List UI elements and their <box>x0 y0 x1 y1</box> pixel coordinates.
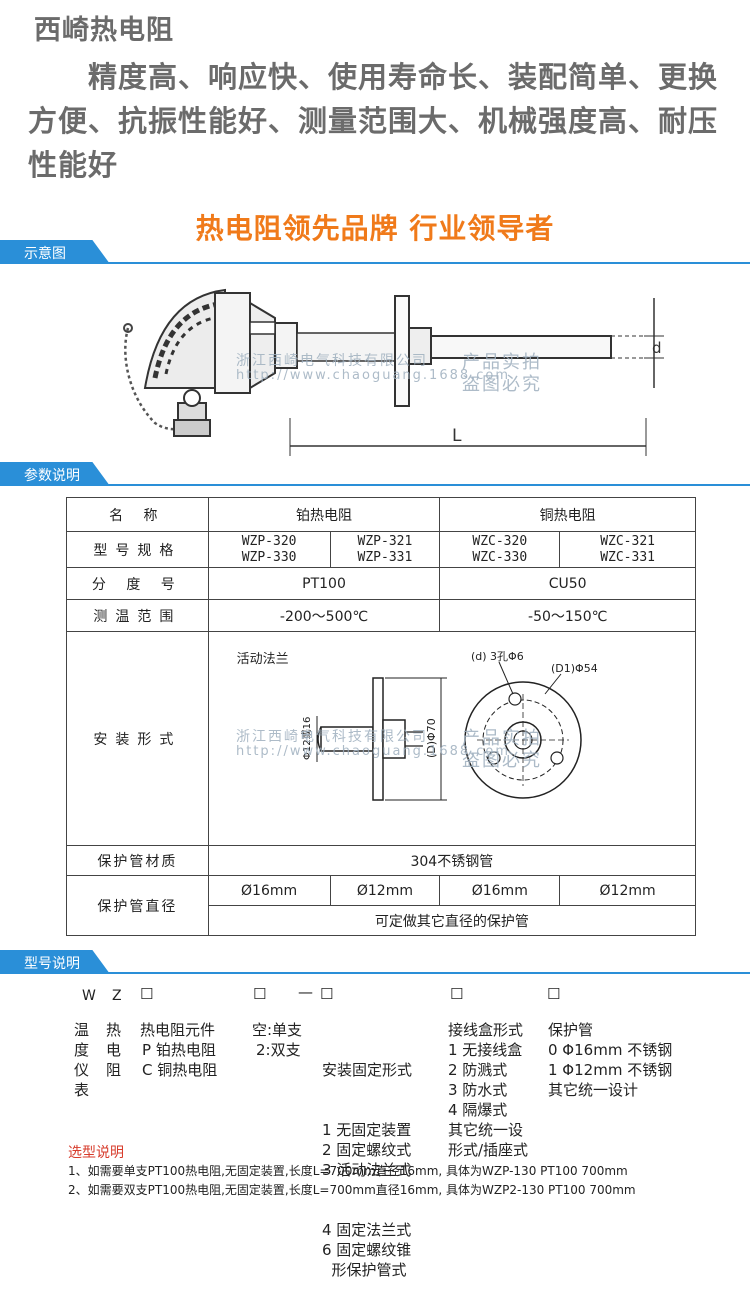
row-label-range: 测温范围 <box>66 599 209 632</box>
section-title-model: 型号说明 <box>24 956 80 972</box>
cover-pattern <box>152 301 219 379</box>
intro-text: 精度高、响应快、使用寿命长、装配简单、更换方便、抗振性能好、测量范围大、机械强度… <box>28 55 743 187</box>
note-line-1: 1、如需要单支PT100热电阻,无固定装置,长度L=700mm直径16mm, 具… <box>68 1164 628 1178</box>
watermark-notice-2: 盗图必究 <box>462 374 542 395</box>
dim-L-label: L <box>452 426 462 446</box>
code-box-1: ☐ <box>140 985 154 1003</box>
cell-pt-grade: PT100 <box>207 567 441 600</box>
chain-ring <box>123 323 133 333</box>
table-row: 安装形式 活动法兰 Φ12或16 (D)Φ70 <box>66 631 697 846</box>
section-header-diagram: 示意图 <box>0 240 750 270</box>
flange-drawing: Φ12或16 (D)Φ70 (d) 3孔Φ6 (D1)Φ54 <box>301 650 598 801</box>
model-col-2: 热电阻 <box>106 1021 122 1079</box>
product-schematic: d L <box>123 288 664 456</box>
d1-label: (D1)Φ54 <box>551 662 598 675</box>
cell-cu-range: -50～150℃ <box>439 599 696 632</box>
notes-title: 选型说明 <box>68 1145 124 1161</box>
row-label-grade: 分 度 号 <box>66 567 209 600</box>
cell-diameter-note: 可定做其它直径的保护管 <box>207 905 697 936</box>
table-row: 保护管材质 304不锈钢管 <box>66 845 697 876</box>
section-header-params: 参数说明 <box>0 462 750 492</box>
head-cover <box>143 288 226 389</box>
code-box-3: ☐ <box>320 985 334 1003</box>
watermark-notice-1: 产品实拍 <box>462 352 542 373</box>
dim-d-label: d <box>652 339 662 357</box>
cell-install-drawing: 活动法兰 Φ12或16 (D)Φ70 <box>207 631 697 846</box>
code-w: W <box>82 988 96 1004</box>
cell-diameter-1: Ø16mm <box>207 875 331 906</box>
section-title-params: 参数说明 <box>24 468 80 484</box>
flange-label: 活动法兰 <box>236 652 289 667</box>
chain <box>124 327 186 431</box>
table-row: 分 度 号 PT100 CU50 <box>66 567 696 600</box>
slogan: 热电阻领先品牌 行业领导者 <box>195 212 555 245</box>
table-row: 可定做其它直径的保护管 <box>67 905 697 936</box>
holes-label: (d) 3孔Φ6 <box>471 650 524 663</box>
table-row: 名 称 铂热电阻 铜热电阻 <box>66 497 696 532</box>
cell-material: 304不锈钢管 <box>207 845 697 876</box>
model-col-1: 温度仪表 <box>74 1021 90 1099</box>
note-line-2: 2、如需要双支PT100热电阻,无固定装置,长度L=700mm直径16mm, 具… <box>68 1183 636 1197</box>
row-label-diameter: 保护管直径 <box>66 875 209 936</box>
cell-cu-name: 铜热电阻 <box>439 497 696 532</box>
section-header-model: 型号说明 <box>0 950 750 980</box>
probe-tube <box>430 335 612 359</box>
row-label-model: 型号规格 <box>66 531 209 568</box>
watermark-site-2: http://www.chaoguang.1688.com <box>236 744 511 759</box>
watermark-notice-3: 产品实拍 <box>462 728 542 749</box>
watermark-company: 浙江西崎电气科技有限公司 <box>236 353 428 369</box>
intro-body: 精度高、响应快、使用寿命长、装配简单、更换方便、抗振性能好、测量范围大、机械强度… <box>28 60 719 182</box>
cell-diameter-3: Ø16mm <box>439 875 561 906</box>
section-title-diagram: 示意图 <box>24 246 66 262</box>
table-row: 测温范围 -200～500℃ -50～150℃ <box>66 599 696 632</box>
code-box-4: ☐ <box>450 985 464 1003</box>
code-box-5: ☐ <box>547 985 561 1003</box>
cell-diameter-2: Ø12mm <box>329 875 441 906</box>
pipe-dia-label: Φ12或16 <box>301 717 313 760</box>
code-z: Z <box>112 988 122 1004</box>
page-title: 西崎热电阻 <box>34 15 174 46</box>
cell-diameter-4: Ø12mm <box>559 875 696 906</box>
pipe-section <box>296 332 398 362</box>
row-label-material: 保护管材质 <box>66 845 209 876</box>
code-box-2: ☐ <box>253 985 267 1003</box>
watermark-company-2: 浙江西崎电气科技有限公司 <box>236 729 428 745</box>
watermark-notice-4: 盗图必究 <box>462 750 542 771</box>
code-dash: — <box>298 983 313 1001</box>
flange-dia-label: (D)Φ70 <box>425 718 438 758</box>
cell-pt-range: -200～500℃ <box>207 599 441 632</box>
row-label-name: 名 称 <box>66 497 209 532</box>
cell-pt-name: 铂热电阻 <box>207 497 441 532</box>
table-row: 保护管直径 Ø16mm Ø12mm Ø16mm Ø12mm <box>66 875 696 936</box>
watermark-site: http://www.chaoguang.1688.com <box>236 368 511 383</box>
row-label-install: 安装形式 <box>66 631 209 846</box>
cell-cu-grade: CU50 <box>439 567 696 600</box>
